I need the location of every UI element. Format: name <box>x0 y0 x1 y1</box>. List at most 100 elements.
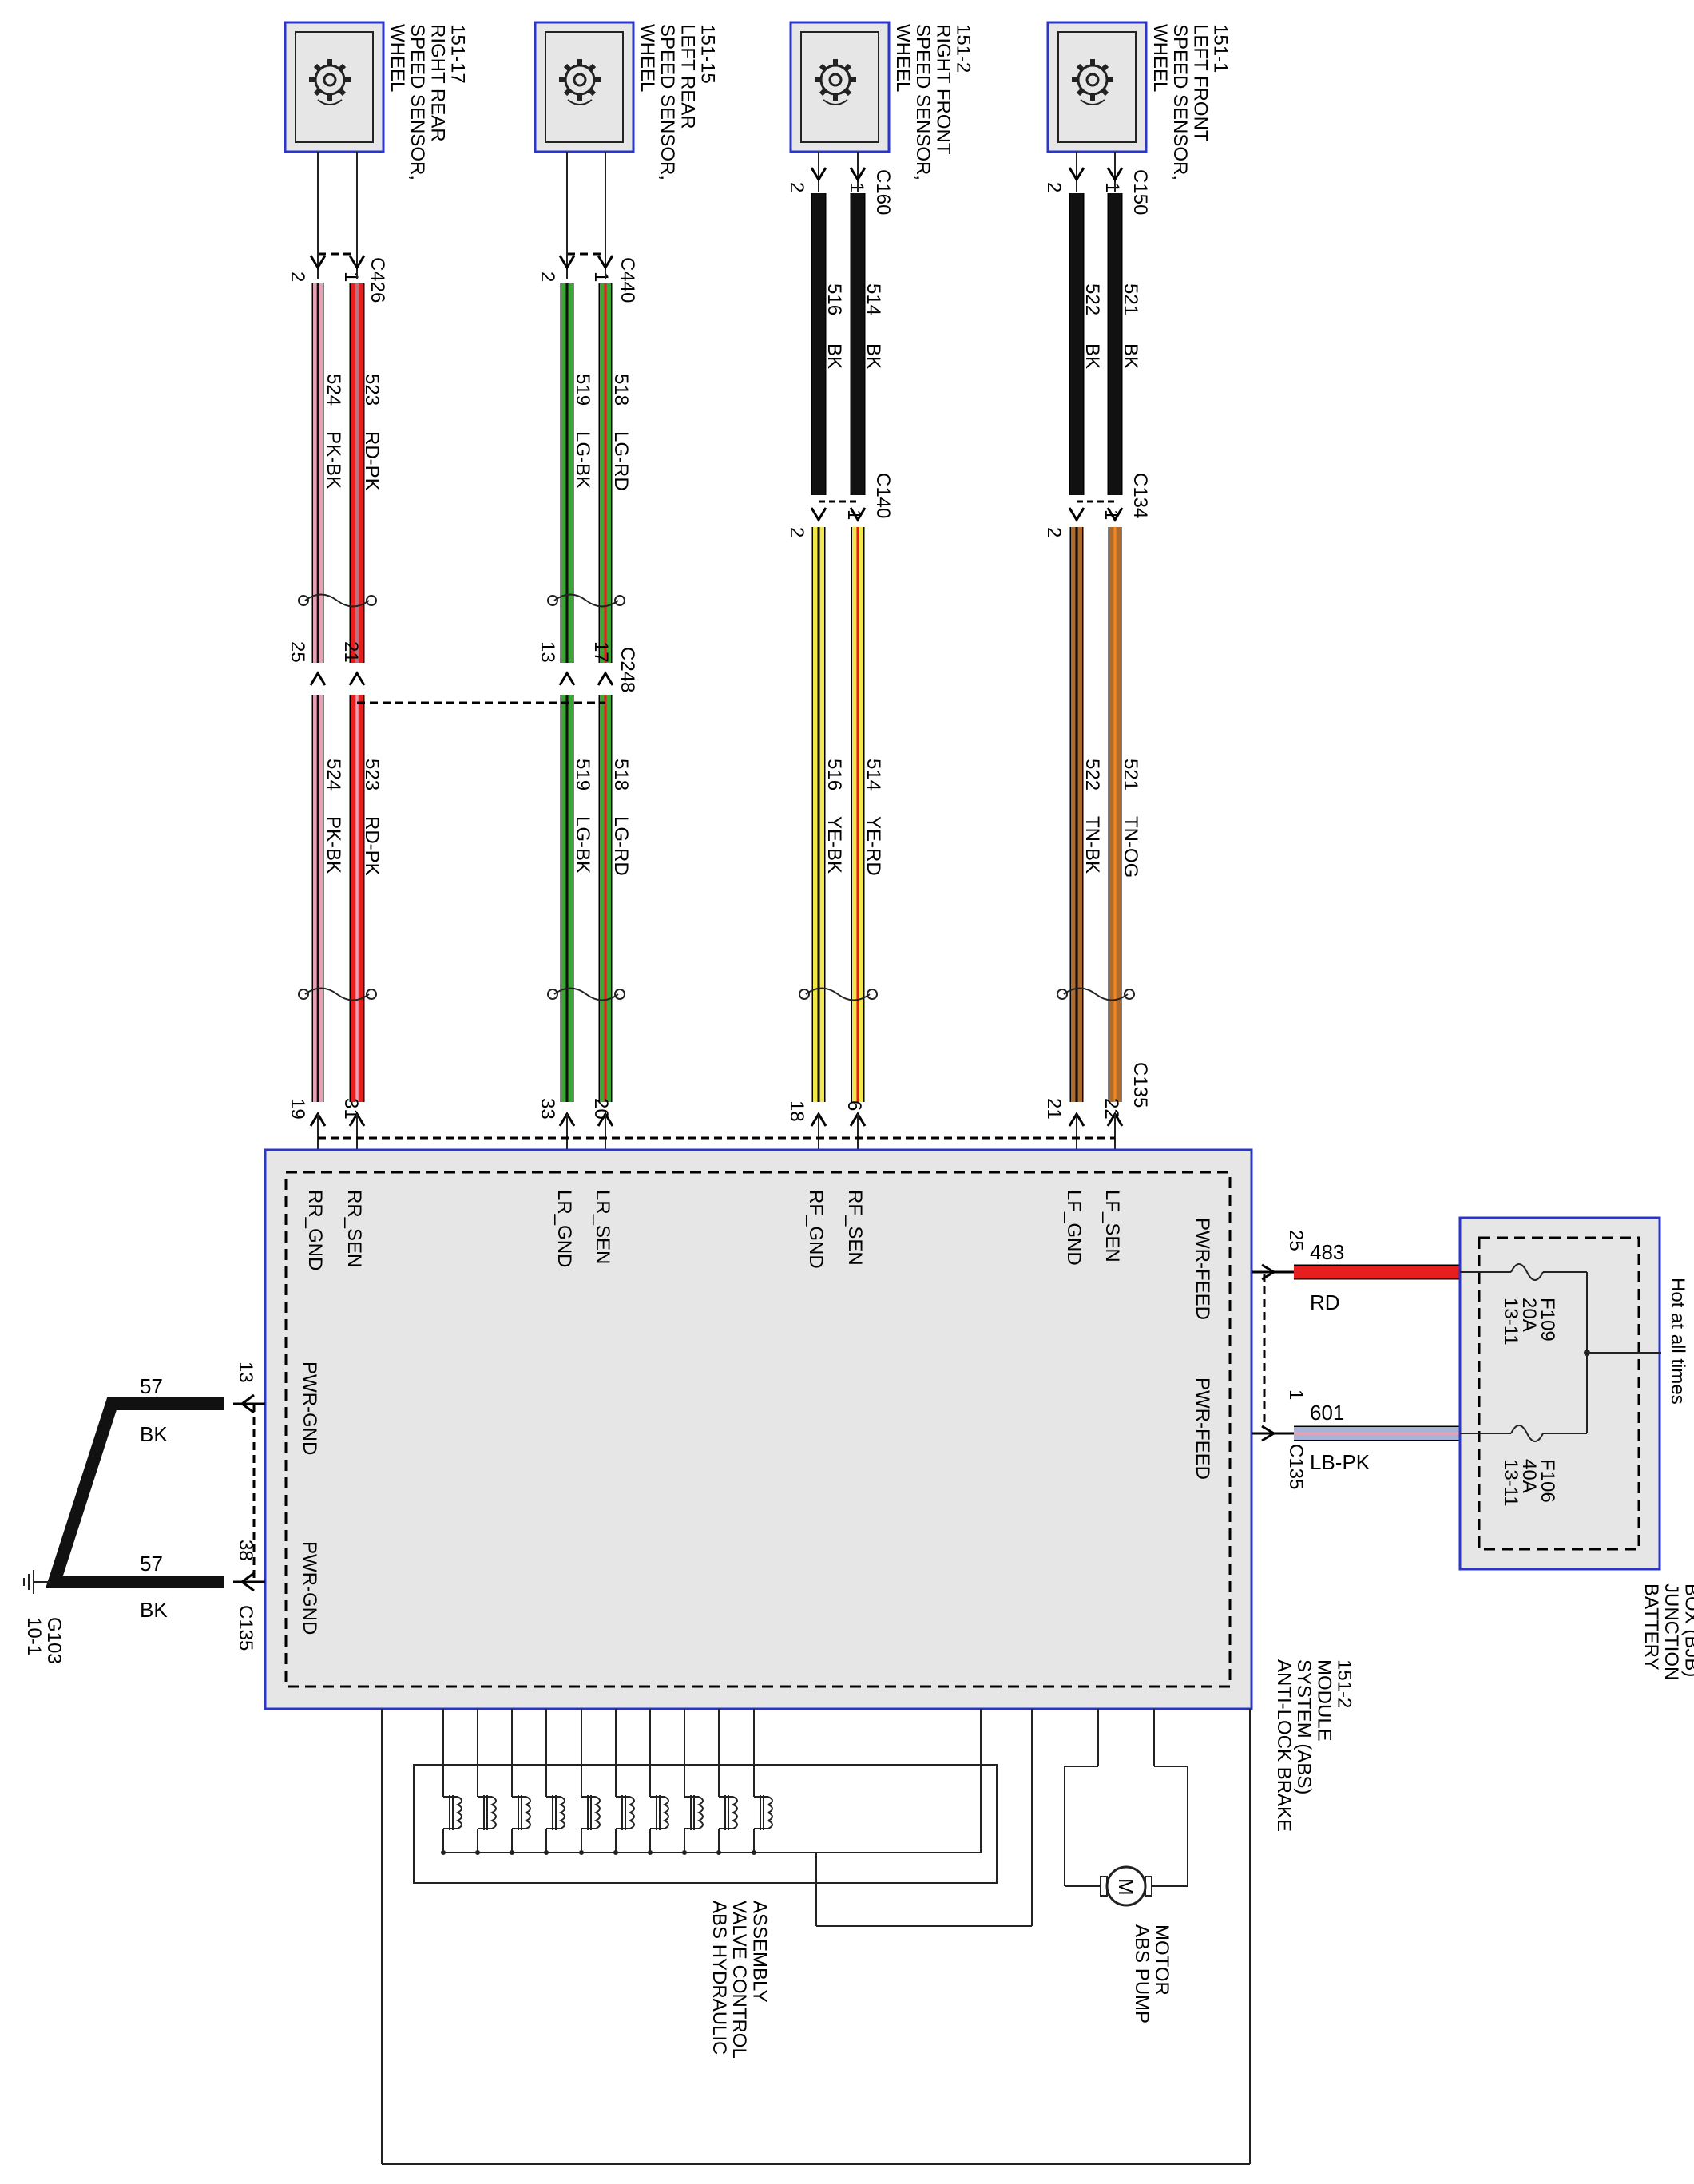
module-pin-pwr-feed-1: PWR-FEED <box>1192 1218 1213 1320</box>
ground-point-ref: 10-1 <box>23 1617 45 1655</box>
solenoid-icon <box>716 1709 738 1855</box>
sensor-lr: WHEELSPEED SENSOR,LEFT REAR151-15 C440 1… <box>534 21 719 1174</box>
wire-color-label: TN-BK <box>1081 816 1103 874</box>
wire-color-label: BK <box>863 343 884 369</box>
circuit-label: 519 <box>572 759 593 791</box>
fuse-f106-amps: 40A <box>1518 1459 1540 1493</box>
connector-mid-rf: C140 1 2 <box>786 473 894 537</box>
wire-color-label: PK-BK <box>323 431 344 489</box>
svg-text:2: 2 <box>1043 527 1065 537</box>
circuit-label: 521 <box>1120 283 1141 315</box>
solenoid-icon <box>752 1709 773 1855</box>
ground-icon <box>23 1570 50 1594</box>
ground-pin-38: 38 <box>235 1540 256 1561</box>
svg-text:C248: C248 <box>617 647 638 692</box>
fuse-f109-ref: 13-11 <box>1500 1298 1521 1346</box>
sensor-box-lf <box>1046 21 1148 153</box>
svg-text:1: 1 <box>846 182 867 192</box>
sensor-box-rr <box>284 21 385 153</box>
wire-color-label: YE-BK <box>823 816 845 874</box>
circuit-label: 524 <box>323 374 344 406</box>
svg-text:C440: C440 <box>617 257 638 303</box>
sensor-lf: WHEELSPEED SENSOR,LEFT FRONT151-1 C150 1… <box>1043 21 1232 1174</box>
circuit-label: 518 <box>610 374 632 406</box>
svg-text:2: 2 <box>786 182 807 192</box>
solenoid-icon <box>475 1709 497 1855</box>
circuit-label: 523 <box>361 759 383 791</box>
connector-low-lr: 20 33 <box>537 1098 614 1127</box>
sensor-label-rf: WHEELSPEED SENSOR,RIGHT FRONT151-2 <box>892 24 974 180</box>
module-pin-pwr-gnd-2: PWR-GND <box>299 1541 320 1635</box>
sensor-label-lr: WHEELSPEED SENSOR,LEFT REAR151-15 <box>637 24 719 180</box>
abs-pump-motor: M ABS PUMPMOTOR <box>1064 1709 1188 2023</box>
svg-text:13: 13 <box>537 641 558 663</box>
motor-icon <box>1105 1865 1147 1907</box>
svg-text:C135: C135 <box>1129 1062 1151 1108</box>
svg-text:17: 17 <box>590 641 612 663</box>
circuit-label: 521 <box>1120 759 1141 791</box>
sensor-box-rf <box>789 21 891 153</box>
connector-low-rf: 6 18 <box>786 1100 867 1127</box>
circuit-label: 524 <box>323 759 344 791</box>
wire-color-label: LG-RD <box>610 816 632 876</box>
power-connector-c135: C135 <box>1285 1444 1307 1489</box>
circuit-label: 514 <box>863 283 884 315</box>
module-pin-rf-sen: RF_SEN <box>844 1190 866 1266</box>
ground-circuit-57b: 57 <box>140 1552 163 1576</box>
fuse-f109-amps: 20A <box>1518 1298 1540 1332</box>
sensor-box-lr <box>534 21 635 153</box>
svg-text:C426: C426 <box>367 257 388 303</box>
circuit-label: 522 <box>1081 759 1103 791</box>
module-pin-rf-gnd: RF_GND <box>805 1190 827 1269</box>
connector-top-lf: C150 1 2 <box>1043 169 1151 215</box>
module-pin-lf-gnd: LF_GND <box>1063 1190 1085 1266</box>
svg-text:6: 6 <box>843 1100 865 1111</box>
power-pin-25: 25 <box>1285 1230 1307 1251</box>
connector-top-rr: C426 1 2 <box>287 252 388 303</box>
wire-color-label: BK <box>1120 343 1141 369</box>
fuse-f109: F109 <box>1537 1298 1558 1342</box>
wire-color-label: RD-PK <box>361 816 383 876</box>
module-pin-rr-gnd: RR_GND <box>304 1190 326 1270</box>
svg-text:2: 2 <box>1043 182 1065 192</box>
svg-text:C160: C160 <box>872 169 894 215</box>
svg-text:20: 20 <box>590 1098 612 1120</box>
svg-text:21: 21 <box>340 641 362 663</box>
ground-pin-13: 13 <box>235 1362 256 1383</box>
solenoid-icon <box>682 1709 704 1855</box>
power-circuit-601: 601 <box>1310 1401 1344 1425</box>
wire-color-label: YE-RD <box>863 816 884 876</box>
wire-color-label: LG-RD <box>610 431 632 491</box>
hydraulic-valve-assembly: ABS HYDRAULICVALVE CONTROLASSEMBLY <box>381 1709 1251 2165</box>
abs-module: RR_SEN RR_GND LR_SEN LR_GND RF_SEN RF_GN… <box>264 1148 1355 1832</box>
module-pin-rr-sen: RR_SEN <box>343 1190 365 1267</box>
wire-color-label: LG-BK <box>572 431 593 489</box>
fuse-f106-ref: 13-11 <box>1500 1459 1521 1507</box>
fuse-f106: F106 <box>1537 1459 1558 1503</box>
sensor-rr: WHEELSPEED SENSOR,RIGHT REAR151-17 C426 … <box>284 21 469 1174</box>
wire-color-label: PK-BK <box>323 816 344 874</box>
sensor-label-lf: WHEELSPEED SENSOR,LEFT FRONT151-1 <box>1149 24 1232 180</box>
circuit-label: 516 <box>823 759 845 791</box>
connector-mid-lr: C248 17 13 <box>537 641 638 692</box>
motor-symbol: M <box>1114 1878 1138 1896</box>
svg-text:1: 1 <box>340 272 362 282</box>
power-pin-1: 1 <box>1285 1389 1307 1400</box>
solenoid-icon <box>648 1709 669 1855</box>
svg-text:25: 25 <box>287 641 308 663</box>
circuit-label: 519 <box>572 374 593 406</box>
circuit-label: 514 <box>863 759 884 791</box>
sensor-label-rr: WHEELSPEED SENSOR,RIGHT REAR151-17 <box>387 24 469 180</box>
power-circuit-483: 483 <box>1310 1240 1344 1264</box>
connector-low-rr: 31 19 <box>287 1098 366 1127</box>
solenoid-icon <box>510 1709 531 1855</box>
svg-text:2: 2 <box>537 272 558 282</box>
circuit-label: 516 <box>823 283 845 315</box>
hot-at-all-times: Hot at all times <box>1667 1278 1688 1405</box>
ground-circuit-57a: 57 <box>140 1374 163 1398</box>
module-pin-pwr-gnd-1: PWR-GND <box>299 1362 320 1455</box>
hcu-label: ABS HYDRAULICVALVE CONTROLASSEMBLY <box>708 1901 770 2059</box>
svg-text:1: 1 <box>1101 182 1123 192</box>
